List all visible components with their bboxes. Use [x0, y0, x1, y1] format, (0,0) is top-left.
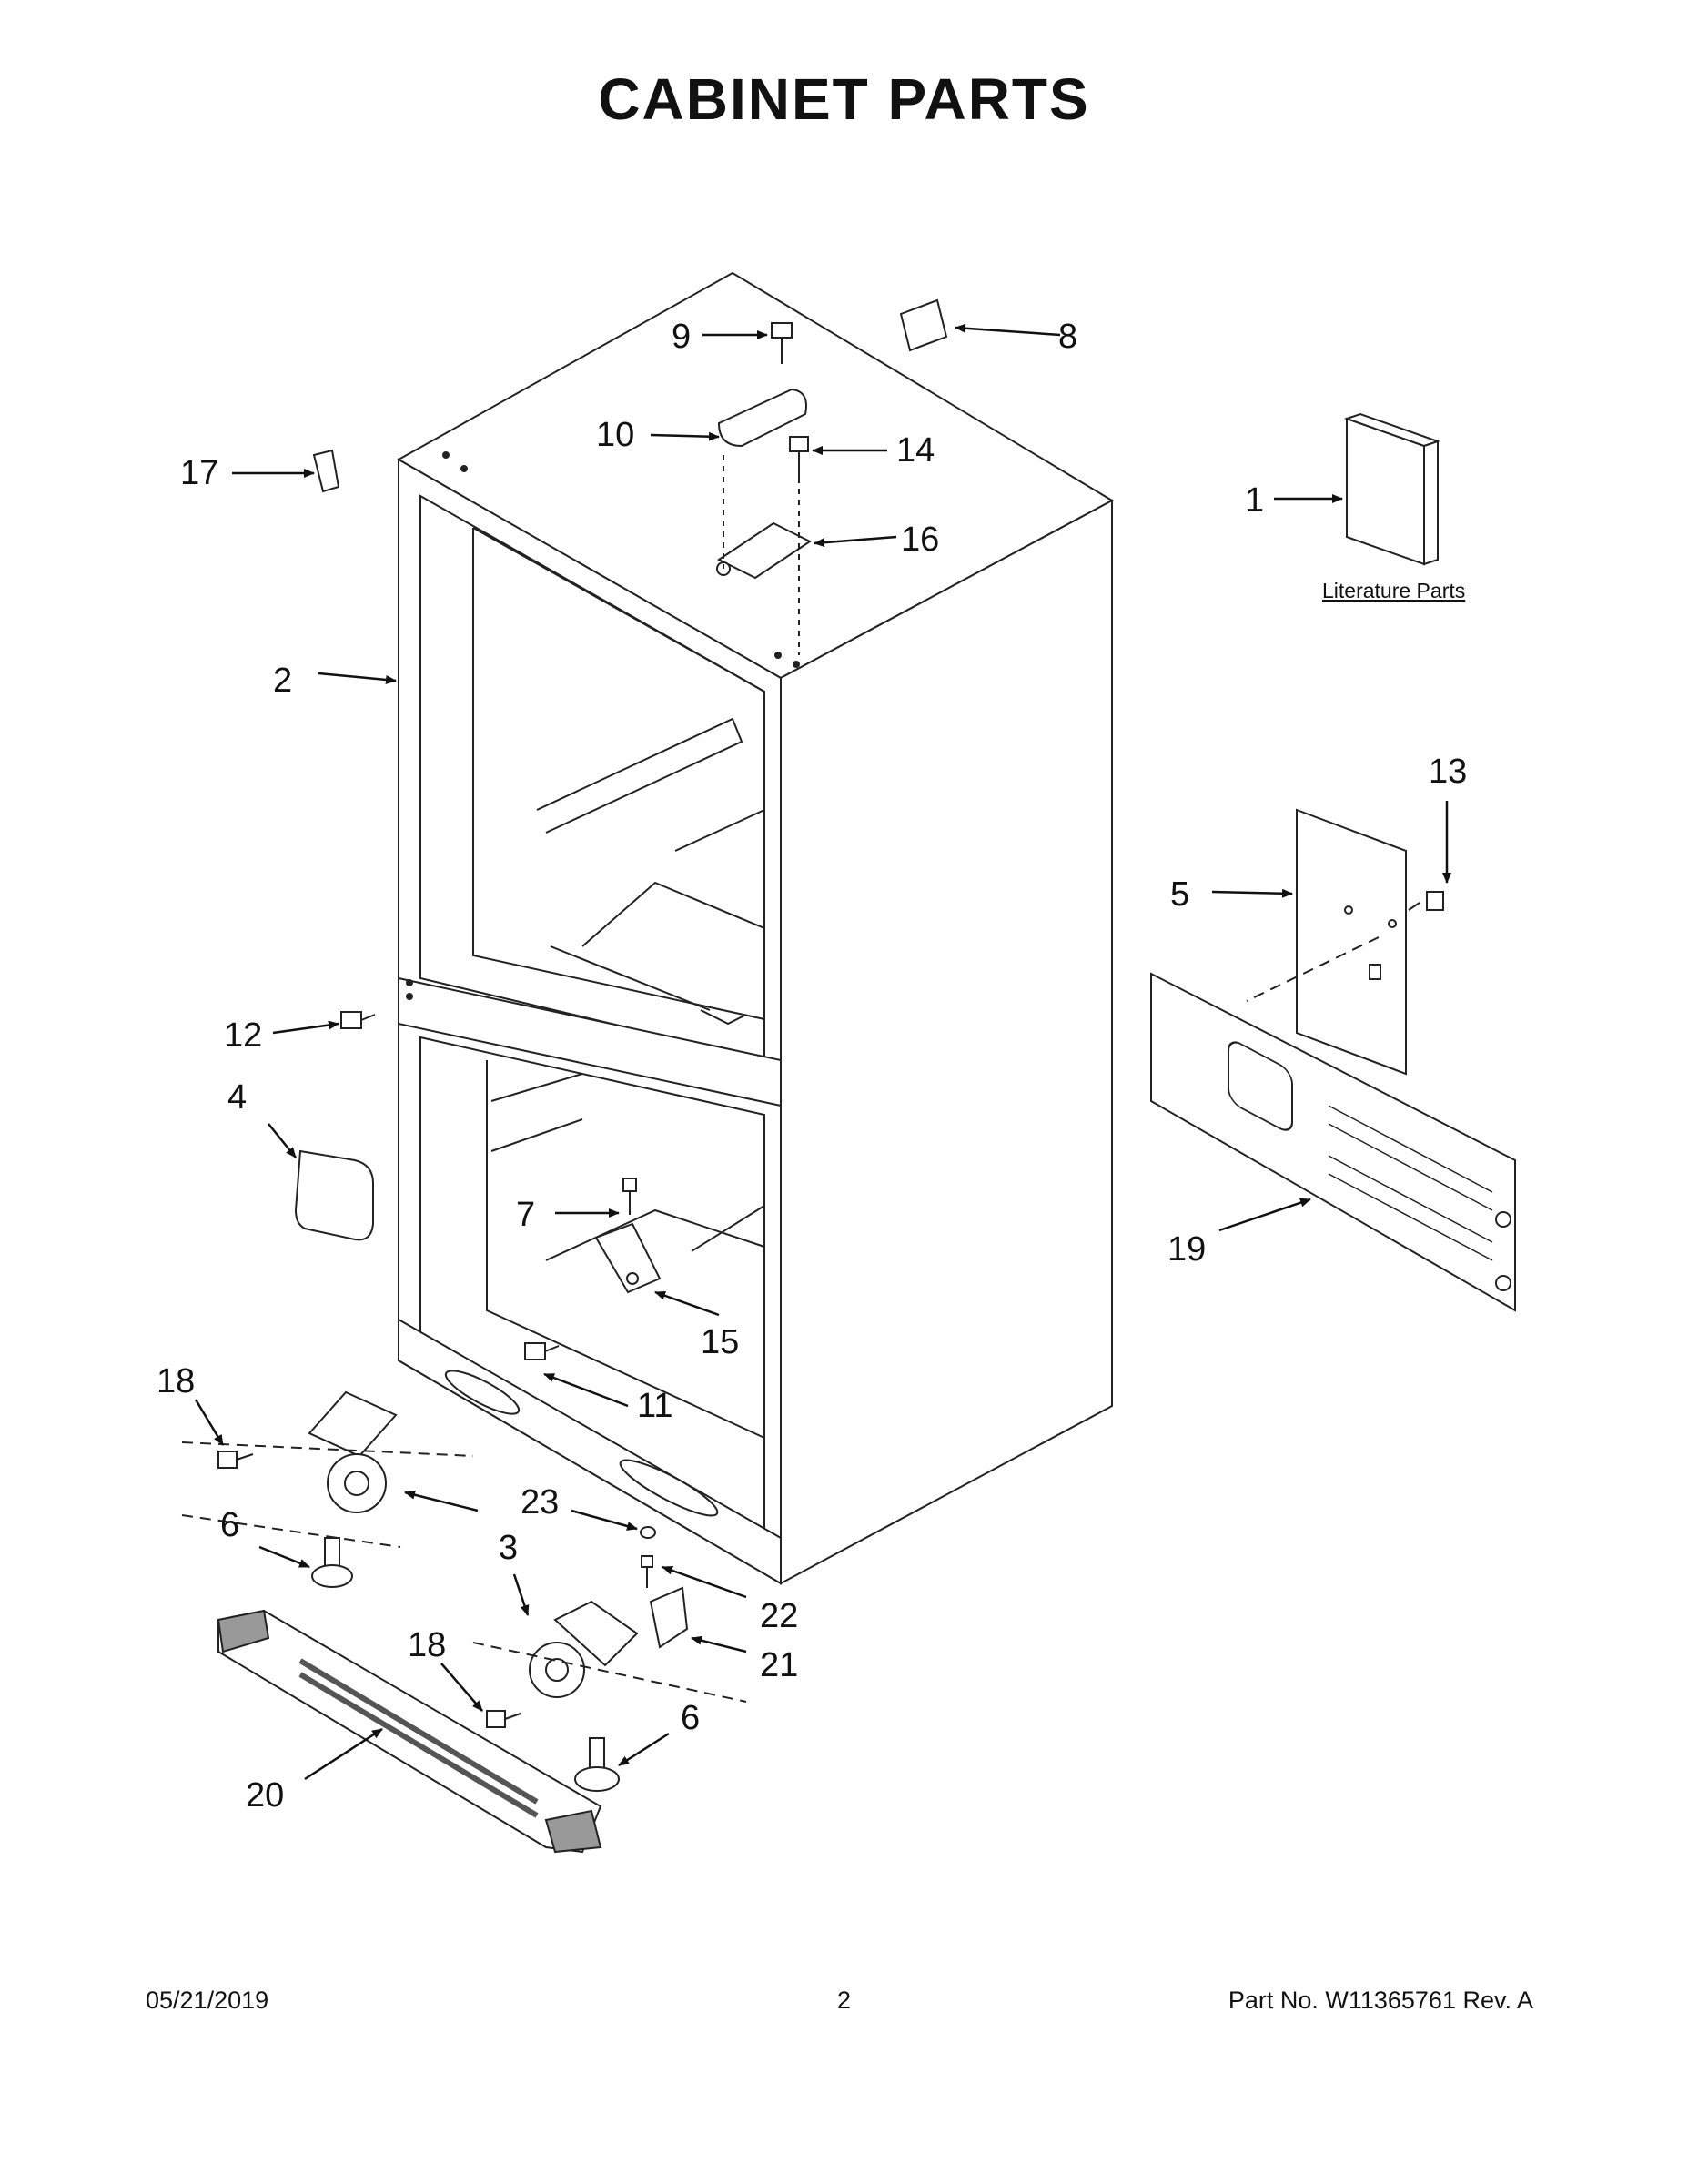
part-15-center-hinge	[594, 1222, 662, 1294]
callout-15: 15	[701, 1323, 739, 1361]
literature-parts-label: Literature Parts	[1322, 579, 1465, 602]
cabinet-assembly	[396, 271, 1115, 1585]
callout-3: 3	[499, 1529, 518, 1567]
callout-19: 19	[1167, 1230, 1206, 1269]
part-12-screw	[340, 1011, 376, 1029]
part-6-leveler-right	[574, 1737, 620, 1792]
part-20-toe-grille	[217, 1609, 602, 1854]
callout-9: 9	[672, 318, 691, 356]
callout-21: 21	[760, 1646, 798, 1684]
callout-14: 14	[896, 431, 935, 470]
part-13-screw	[1408, 891, 1444, 911]
part-10-hinge-cover	[717, 388, 807, 448]
footer-page-number: 2	[836, 1987, 852, 2014]
page-title: CABINET PARTS	[598, 66, 1090, 132]
cabinet-divider	[398, 976, 782, 1107]
part-14-screw	[789, 436, 809, 478]
callout-17: 17	[180, 454, 218, 492]
callout-labels: 1 2 3 4 5 6 6 7 8 9 10 11 12 13 14 15 16…	[157, 318, 1467, 1815]
part-16-top-hinge	[716, 455, 812, 655]
footer-date: 05/21/2019	[146, 1987, 269, 2014]
callout-8: 8	[1058, 318, 1077, 356]
callout-4: 4	[227, 1078, 247, 1117]
part-9-screw	[771, 322, 793, 364]
part-7-pin	[622, 1178, 637, 1215]
callout-5: 5	[1170, 875, 1189, 914]
part-23-washer	[640, 1526, 656, 1539]
callout-arrows	[194, 323, 1451, 1781]
callout-12: 12	[224, 1016, 262, 1055]
part-22-pin	[641, 1555, 653, 1588]
part-11-screw	[524, 1342, 560, 1360]
callout-13: 13	[1429, 753, 1467, 791]
part-18-screw-right	[486, 1710, 521, 1728]
callout-1: 1	[1245, 481, 1264, 520]
callout-18b: 18	[408, 1626, 446, 1664]
callout-11: 11	[637, 1387, 672, 1425]
part-5-panel	[1246, 808, 1407, 1076]
callout-16: 16	[901, 521, 939, 559]
callout-6a: 6	[220, 1506, 239, 1544]
part-19-rear-panel	[1150, 972, 1516, 1312]
callout-6b: 6	[681, 1699, 700, 1737]
callout-23: 23	[521, 1483, 559, 1522]
part-3-roller-right	[472, 1600, 747, 1703]
part-3-roller-left	[181, 1390, 474, 1548]
callout-2: 2	[273, 662, 292, 700]
part-6-leveler-left	[311, 1537, 353, 1588]
part-1-literature	[1343, 412, 1441, 566]
part-17-clip	[312, 449, 340, 493]
callout-18a: 18	[157, 1362, 195, 1400]
cabinet-side-face	[780, 499, 1113, 1585]
part-8-badge	[899, 298, 948, 352]
callout-22: 22	[760, 1597, 798, 1635]
callout-20: 20	[246, 1776, 284, 1815]
footer-part-number: Part No. W11365761 Rev. A	[1228, 1987, 1533, 2014]
part-18-screw-left	[217, 1451, 254, 1469]
callout-10: 10	[596, 416, 634, 454]
part-21-bracket	[649, 1586, 689, 1649]
part-4-cover	[294, 1149, 374, 1241]
callout-7: 7	[516, 1196, 535, 1234]
